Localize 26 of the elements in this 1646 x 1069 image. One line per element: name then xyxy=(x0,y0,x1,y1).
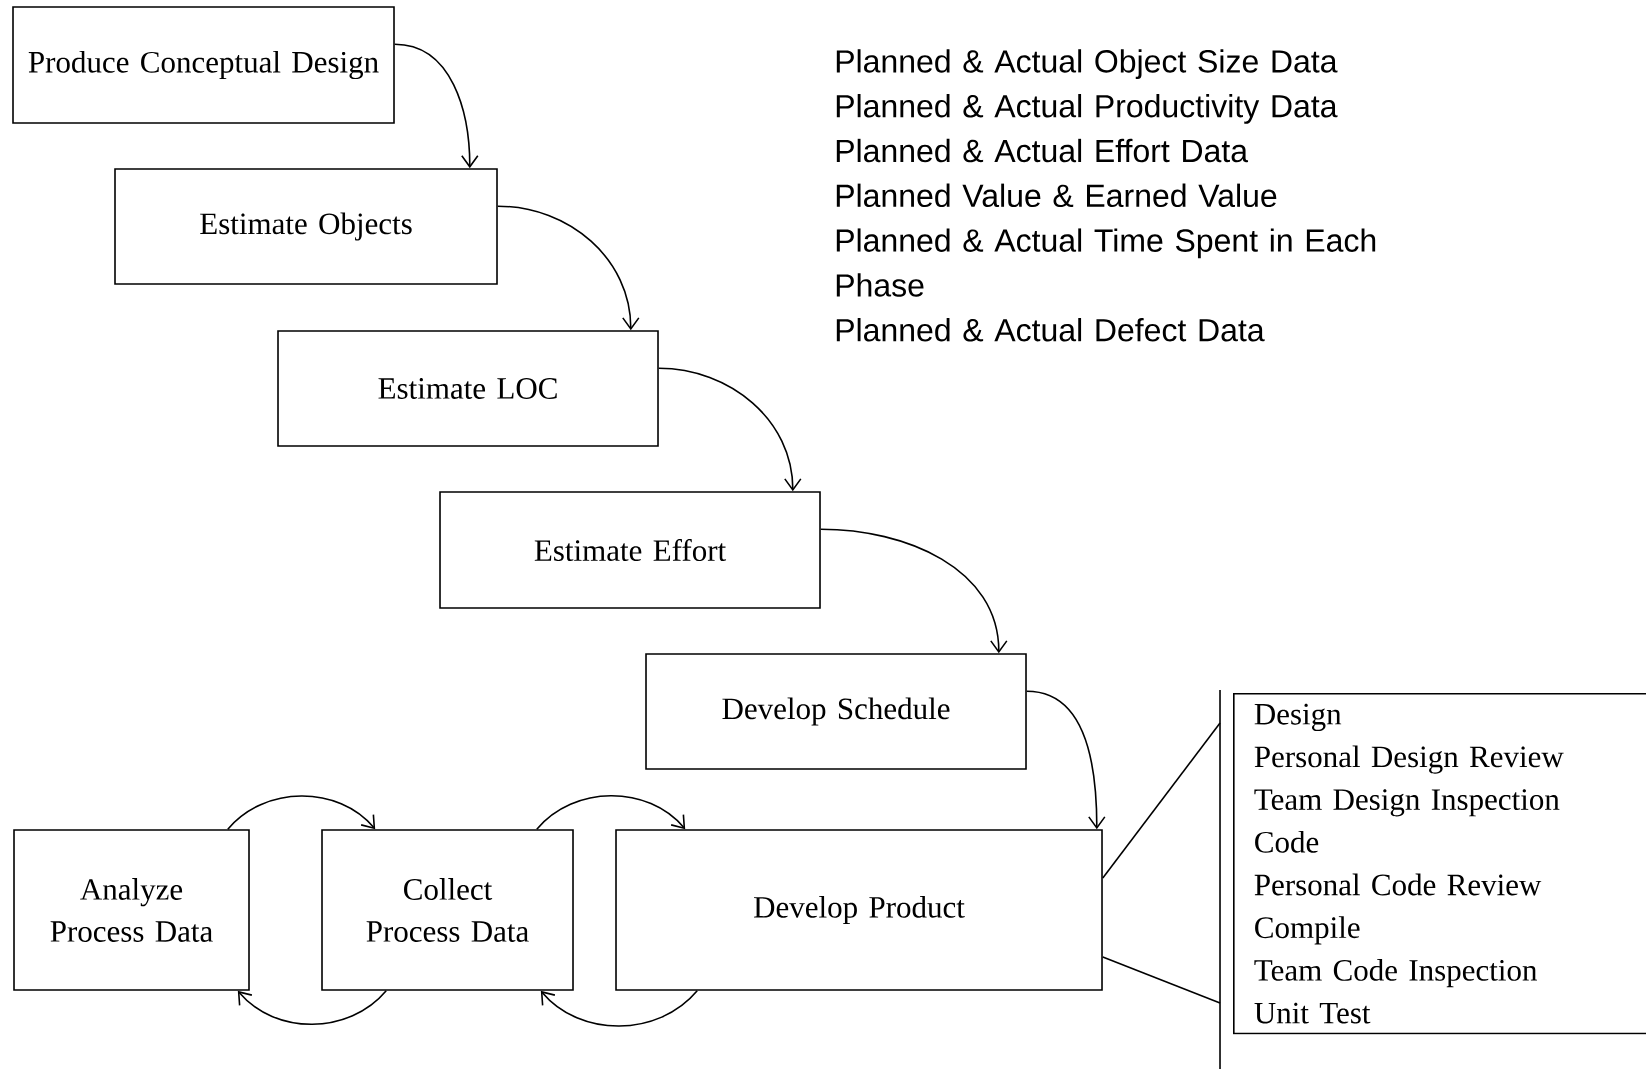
process-box: Collect Process Data xyxy=(321,829,574,991)
list-box: Design Personal Design Review Team Design Inspection Code Personal Code Review Compile Team Code Inspection Unit Test xyxy=(1233,693,1646,1035)
curved-arrow xyxy=(497,205,640,331)
data-item: Planned & Actual Time Spent in Each Phase xyxy=(836,228,1376,297)
process-box: Develop Product xyxy=(615,829,1103,991)
data-item: Planned & Actual Defect Data xyxy=(836,318,1265,342)
process-box: Develop Schedule xyxy=(645,653,1027,770)
curved-arrow xyxy=(658,367,802,492)
data-item: Planned & Actual Object Size Data xyxy=(836,49,1338,80)
process-box: Analyze Process Data xyxy=(13,829,250,991)
data-item: Planned & Actual Effort Data xyxy=(836,138,1249,163)
curved-arrow xyxy=(227,795,376,830)
curved-arrow xyxy=(237,990,387,1026)
process-box: Produce Conceptual Design xyxy=(12,6,395,124)
curved-arrow xyxy=(820,528,1008,654)
connector-line xyxy=(1102,956,1221,1004)
curved-arrow xyxy=(540,990,698,1027)
curved-arrow xyxy=(536,794,686,830)
process-box: Estimate Effort xyxy=(439,491,821,609)
connector-line xyxy=(1102,722,1221,879)
process-box: Estimate LOC xyxy=(277,330,659,447)
curved-arrow xyxy=(394,43,479,169)
curved-arrow xyxy=(1026,690,1106,830)
data-item: Planned Value & Earned Value xyxy=(836,183,1277,208)
data-item: Planned & Actual Productivity Data xyxy=(836,94,1338,124)
process-box: Estimate Objects xyxy=(114,168,498,285)
